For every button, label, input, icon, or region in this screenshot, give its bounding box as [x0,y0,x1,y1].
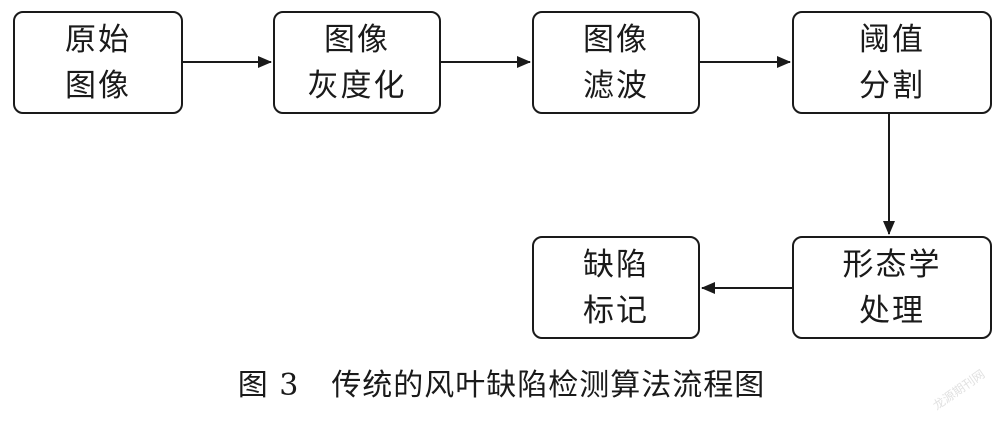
node-label-line: 图像 [583,21,649,58]
node-threshold-segmentation: 阈值 分割 [792,11,992,114]
node-label-line: 滤波 [583,67,649,104]
node-label-line: 灰度化 [307,67,407,104]
node-label-line: 分割 [859,67,925,104]
node-label-line: 原始 [65,21,131,58]
node-label-line: 阈值 [859,21,925,58]
node-label-line: 处理 [859,292,925,329]
figure-number: 图 3 [237,368,300,403]
node-filtering: 图像 滤波 [532,11,700,114]
node-label-line: 图像 [65,67,131,104]
node-morphology: 形态学 处理 [792,236,992,339]
node-defect-marking: 缺陷 标记 [532,236,700,339]
flow-arrows [183,56,895,294]
figure-caption: 图 3 传统的风叶缺陷检测算法流程图 [0,359,1003,405]
node-original-image: 原始 图像 [13,11,183,114]
node-label-line: 标记 [583,292,649,329]
node-grayscale: 图像 灰度化 [273,11,441,114]
node-label-line: 图像 [324,21,390,58]
node-label-line: 形态学 [842,246,942,283]
figure-title: 传统的风叶缺陷检测算法流程图 [331,368,766,403]
flowchart: 原始 图像 图像 灰度化 图像 滤波 阈值 分割 形态学 处理 缺陷 标记 [13,11,992,339]
node-label-line: 缺陷 [583,246,649,283]
